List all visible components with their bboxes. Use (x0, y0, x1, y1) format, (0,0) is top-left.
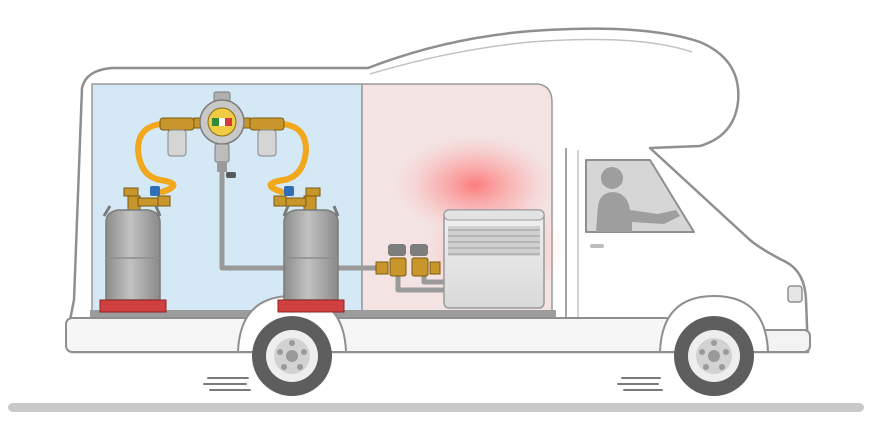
gas-filter (159, 117, 195, 157)
gas-cylinder-icon (277, 205, 345, 313)
side-skirt-middle (329, 317, 671, 353)
door-handle (590, 244, 604, 248)
distribution-valves (375, 244, 441, 277)
gas-hose (134, 121, 310, 195)
regulator-icon (193, 91, 251, 178)
wheel-icon (252, 316, 332, 396)
heater-icon (443, 209, 545, 309)
gas-filter (249, 117, 285, 157)
gas-cylinder-icon (99, 205, 167, 313)
roof-detail-line (369, 38, 693, 75)
driver-icon (596, 167, 680, 232)
side-skirt (65, 317, 267, 353)
motion-lines (203, 377, 663, 391)
headlight (787, 285, 803, 303)
ground-line (8, 403, 864, 412)
wheel-icon (674, 316, 754, 396)
